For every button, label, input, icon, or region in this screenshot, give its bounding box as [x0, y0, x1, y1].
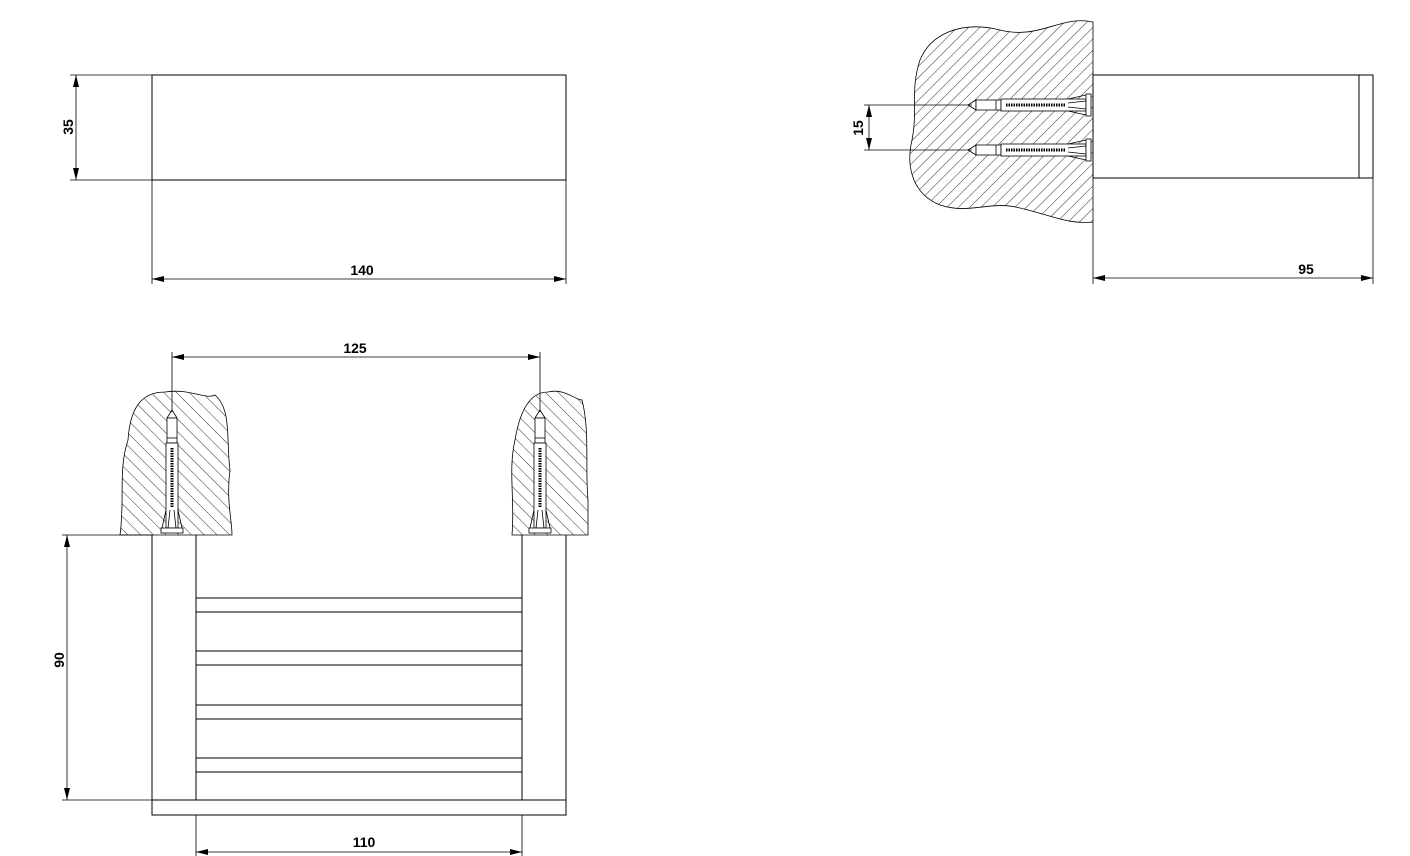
side-view: 15 95: [850, 20, 1374, 284]
dimension-label-width: 140: [350, 262, 374, 278]
bracket-front-outline: [151, 74, 567, 181]
dimension-label-anchor-spacing: 125: [343, 340, 367, 356]
wall-section-hatch: [511, 390, 589, 536]
wall-section-hatch: [909, 20, 1094, 223]
dimension-label-depth: 95: [1298, 261, 1314, 277]
dimension-label-inner-width: 110: [353, 834, 376, 850]
top-view: 125 90 110: [51, 340, 589, 856]
bracket-side-outline: [1092, 74, 1374, 179]
dimension-label-height: 35: [60, 119, 76, 135]
bracket-top-outline: [151, 535, 567, 816]
dimension-label-anchor-spacing: 15: [850, 120, 866, 136]
front-view: 35 140: [60, 74, 567, 284]
dimension-label-depth: 90: [51, 652, 67, 668]
